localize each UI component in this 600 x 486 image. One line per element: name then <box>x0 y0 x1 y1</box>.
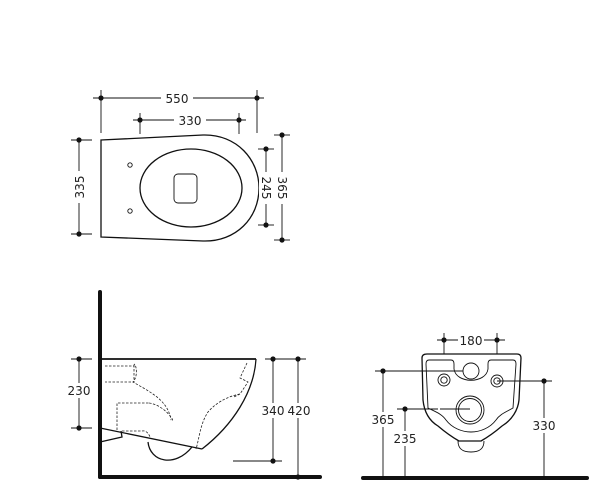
dim-label: 420 <box>288 404 311 418</box>
side-view: 230 340 420 <box>63 290 322 480</box>
dim-rear-width: 335 <box>71 137 92 237</box>
fixing-hole-icon <box>127 208 133 214</box>
dim-label: 235 <box>394 432 417 446</box>
dim-rim-height: 420 <box>282 356 311 480</box>
top-view-bowl <box>139 148 243 228</box>
bolt-hole-icon <box>440 376 448 384</box>
dim-rim-to-outlet: 340 <box>233 356 288 464</box>
dim-fixing-height: 230 <box>63 356 97 431</box>
dim-label: 230 <box>68 384 91 398</box>
dim-overall-width: 365 <box>274 132 290 243</box>
outlet-hole-icon <box>455 395 485 425</box>
fixing-hole-icon <box>127 162 133 168</box>
dim-label: 550 <box>166 92 189 106</box>
dim-label: 335 <box>73 176 87 199</box>
dim-bolt-spacing: 180 <box>437 332 505 354</box>
dim-bolt-height: 330 <box>497 378 557 478</box>
dim-label: 245 <box>259 177 273 200</box>
rear-view: 180 365 235 330 <box>361 332 589 480</box>
dim-label: 340 <box>262 404 285 418</box>
top-view: 550 330 335 <box>71 90 290 243</box>
dim-overall-length: 550 <box>93 90 264 133</box>
dim-fixing-spacing: 330 <box>133 112 246 134</box>
top-view-outlet <box>173 173 198 204</box>
bolt-hole-icon <box>437 373 451 387</box>
inlet-hole-icon <box>462 362 480 380</box>
outlet-hole-icon <box>458 398 482 422</box>
top-view-outline <box>100 134 260 242</box>
dim-outlet-height: 235 <box>392 406 470 478</box>
dim-label: 330 <box>179 114 202 128</box>
dim-label: 365 <box>275 177 289 200</box>
dim-inner-width: 245 <box>258 146 274 228</box>
dim-inlet-height: 365 <box>370 368 463 478</box>
dim-label: 180 <box>460 334 483 348</box>
dim-label: 365 <box>372 413 395 427</box>
rear-view-outline <box>421 353 522 442</box>
dim-label: 330 <box>533 419 556 433</box>
